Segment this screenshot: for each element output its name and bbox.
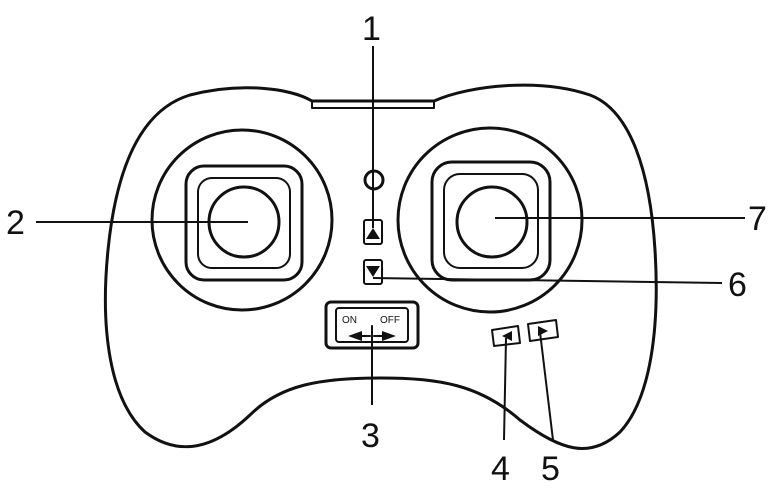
- left-trim-button[interactable]: [491, 325, 521, 347]
- callout-6: 6: [728, 266, 747, 304]
- left-arrow-icon: [348, 331, 362, 341]
- left-stick-ring: [150, 128, 334, 312]
- down-arrow-icon: [366, 266, 380, 277]
- callout-1: 1: [362, 10, 381, 48]
- right-stick-ring: [396, 126, 584, 314]
- up-arrow-icon: [366, 228, 380, 239]
- right-trim-button[interactable]: [527, 319, 559, 342]
- left-trim-arrow-icon: [502, 331, 512, 341]
- callout-5: 5: [541, 450, 560, 488]
- leader-line-4: [503, 337, 507, 441]
- callout-3: 3: [361, 417, 380, 455]
- right-stick-housing-outer: [430, 160, 552, 282]
- leader-line-5: [539, 331, 554, 441]
- callout-7: 7: [748, 200, 767, 238]
- power-switch-on-label: ON: [342, 315, 357, 326]
- callout-4: 4: [491, 450, 510, 488]
- right-arrow-icon: [382, 331, 396, 341]
- callout-2: 2: [6, 204, 25, 242]
- down-trim-button[interactable]: [363, 259, 383, 285]
- right-stick-cap[interactable]: [455, 185, 529, 259]
- controller-body: [103, 83, 658, 451]
- leader-line-6: [372, 277, 723, 284]
- right-stick-housing-inner: [443, 173, 539, 269]
- power-switch-off-label: OFF: [380, 315, 400, 326]
